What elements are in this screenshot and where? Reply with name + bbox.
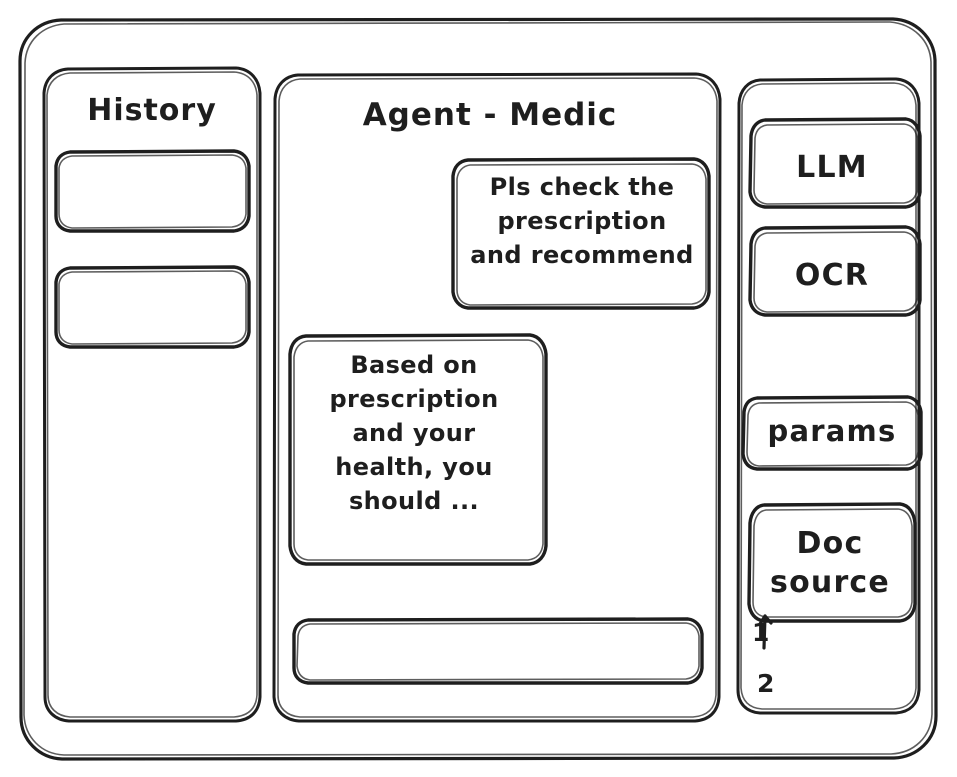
assistant-message-text: Based on prescription and your health, y…: [329, 351, 499, 516]
chip-params-label: params: [767, 414, 897, 448]
doc-source-item-1[interactable]: 1: [752, 618, 770, 647]
chip-params[interactable]: [744, 396, 920, 470]
history-panel-title: History: [87, 93, 217, 128]
tools-panel-outline: [736, 77, 921, 715]
chip-ocr[interactable]: [750, 226, 918, 314]
doc-source-connector: [758, 614, 773, 650]
user-message-text: Pls check the prescription and recommend: [470, 173, 694, 270]
chip-ocr-outline: [748, 225, 922, 317]
history-item-1[interactable]: [54, 150, 250, 232]
user-message-bubble-outline: [451, 157, 711, 310]
user-message-bubble[interactable]: [452, 160, 708, 308]
assistant-message-bubble[interactable]: [290, 336, 546, 564]
assistant-message-bubble-outline: [288, 333, 548, 566]
doc-source-item-2[interactable]: 2: [757, 669, 775, 698]
chip-llm[interactable]: [750, 118, 918, 208]
chip-doc-source-label: Doc source: [770, 526, 890, 600]
chat-panel-title: Agent - Medic: [362, 97, 618, 133]
composer-input-outline: [292, 617, 704, 685]
history-item-2[interactable]: [54, 266, 250, 348]
history-panel-outline: [42, 66, 262, 723]
chip-doc-source[interactable]: [748, 502, 914, 622]
history-item-2-outline: [54, 265, 251, 349]
chip-llm-label: LLM: [796, 150, 868, 185]
window-frame: [18, 17, 938, 761]
chip-llm-outline: [748, 117, 922, 209]
chip-params-outline: [741, 395, 923, 471]
chip-ocr-label: OCR: [794, 258, 870, 293]
chip-doc-source-outline: [747, 502, 917, 623]
message-input[interactable]: [294, 618, 698, 684]
chat-panel-outline: [272, 72, 722, 723]
history-item-1-outline: [54, 149, 251, 233]
